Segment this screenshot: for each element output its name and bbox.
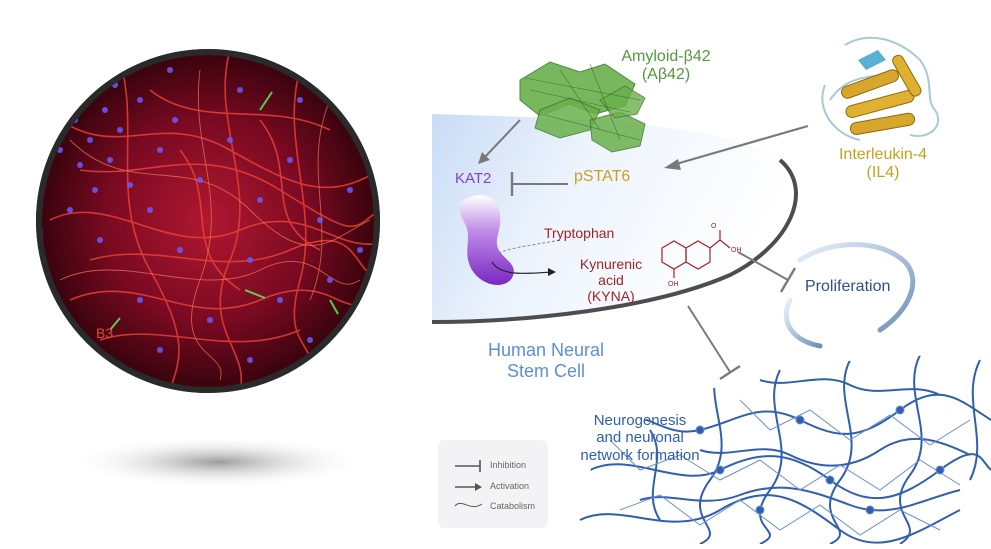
amyloid-name: Amyloid-β42 [621, 48, 711, 65]
kyna-o-label: O [711, 223, 717, 230]
activation-arrow-amyloid-kat2 [478, 119, 521, 164]
legend-inhibition-label: Inhibition [490, 460, 527, 470]
interleukin-structure-image [821, 36, 940, 141]
cell-label: Human Neural Stem Cell [466, 340, 626, 381]
neuronal-network-fine [609, 399, 971, 536]
neurogenesis-line-1: Neurogenesis [593, 412, 687, 429]
proliferation-cycle-icon [783, 242, 916, 349]
micrograph-shadow [68, 436, 368, 488]
interleukin-abbr: (IL4) [866, 164, 900, 182]
activation-arrow-il4-pstat6 [664, 124, 809, 170]
legend-catabolism-label: Catabolism [490, 501, 536, 511]
micrograph-corner-label: B3 [96, 325, 113, 341]
kyna-oh-bottom-label: OH [668, 281, 679, 288]
legend-activation-label: Activation [490, 481, 530, 491]
kyna-label: Kynurenic acid (KYNA) [566, 256, 656, 304]
neurogenesis-line-3: network formation [580, 446, 700, 464]
legend-catabolism-icon [454, 502, 483, 508]
inhibition-arrow-kyna-proliferation [737, 251, 797, 293]
cell-body [432, 114, 796, 322]
neurogenesis-line-2: and neuronal [596, 429, 684, 447]
legend-activation-icon [455, 483, 482, 491]
micrograph-image [36, 49, 380, 393]
inhibition-arrow-pstat6-kat2 [510, 172, 568, 196]
neuronal-network-image [579, 354, 991, 544]
interleukin-name: Interleukin-4 [838, 146, 928, 163]
legend-inhibition-icon [455, 460, 481, 472]
proliferation-label: Proliferation [805, 278, 891, 295]
kyna-structure-image [661, 230, 731, 278]
amyloid-structure-image [519, 61, 646, 153]
cell-line-1: Human Neural [487, 340, 605, 360]
inhibition-arrow-kyna-neurogenesis [687, 305, 741, 381]
legend-box [438, 440, 548, 528]
tryptophan-label: Tryptophan [544, 225, 615, 241]
kyna-line-3: (KYNA) [587, 288, 635, 305]
cell-membrane [431, 158, 798, 324]
amyloid-abbr: (Aβ42) [641, 66, 691, 84]
amyloid-label: Amyloid-β42 (Aβ42) [596, 48, 736, 85]
neurogenesis-label: Neurogenesis and neuronal network format… [560, 412, 720, 464]
cell-line-2: Stem Cell [506, 360, 586, 381]
pstat6-label: pSTAT6 [574, 168, 631, 185]
kyna-line-1: Kynurenic [579, 256, 643, 272]
kat2-label: KAT2 [455, 170, 492, 187]
kyna-line-2: acid [598, 272, 624, 289]
kyna-oh-top-label: OH [731, 247, 742, 254]
catabolism-path [491, 239, 561, 276]
interleukin-label: Interleukin-4 (IL4) [818, 146, 948, 183]
amyloid-texture [524, 63, 641, 141]
kat2-enzyme-shape [459, 195, 514, 285]
